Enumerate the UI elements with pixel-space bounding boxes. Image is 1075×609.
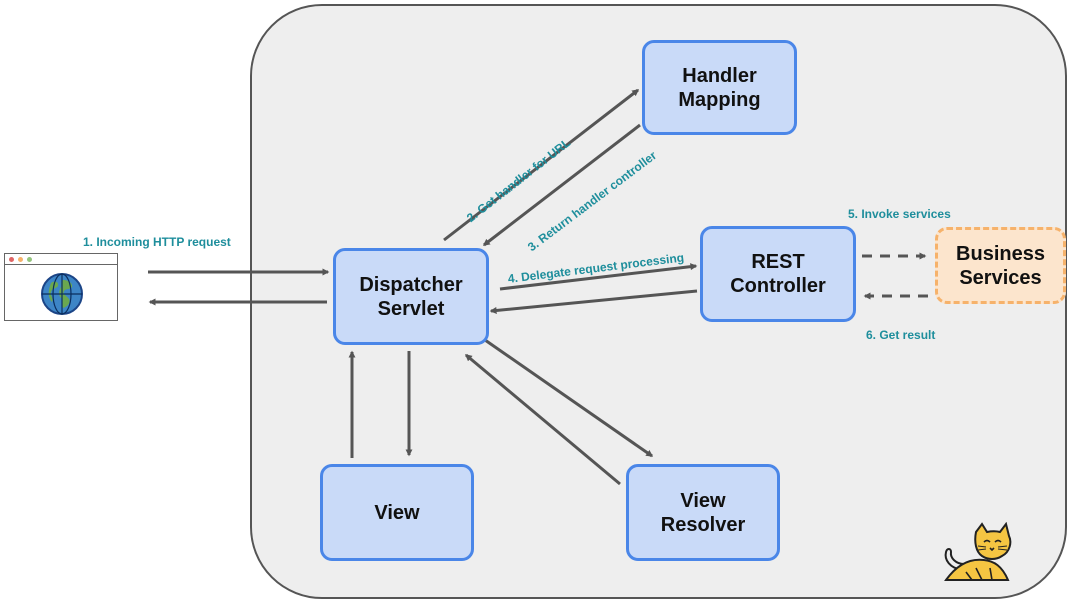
arrow-return-handler — [482, 123, 641, 247]
label-incoming-request: 1. Incoming HTTP request — [83, 235, 231, 249]
tomcat-logo — [944, 522, 1012, 581]
handler-mapping-box: Handler Mapping — [642, 40, 797, 135]
browser-window-icon — [4, 253, 118, 321]
dispatcher-servlet-box: Dispatcher Servlet — [333, 248, 489, 345]
rest-controller-box: REST Controller — [700, 226, 856, 322]
label-get-result: 6. Get result — [866, 328, 936, 342]
arrow-dispatcher-to-resolver — [484, 338, 654, 458]
arrow-controller-return — [489, 289, 698, 314]
view-resolver-box: View Resolver — [626, 464, 780, 561]
close-dot — [9, 257, 14, 262]
browser-title-bar — [5, 254, 117, 265]
globe-icon — [41, 273, 83, 315]
arrow-resolver-to-dispatcher — [464, 353, 621, 486]
minimize-dot — [18, 257, 23, 262]
maximize-dot — [27, 257, 32, 262]
arrow-delegate — [499, 263, 698, 291]
arrow-get-handler — [443, 88, 640, 242]
business-services-box: Business Services — [935, 227, 1066, 304]
label-invoke-services: 5. Invoke services — [848, 207, 951, 221]
view-box: View — [320, 464, 474, 561]
